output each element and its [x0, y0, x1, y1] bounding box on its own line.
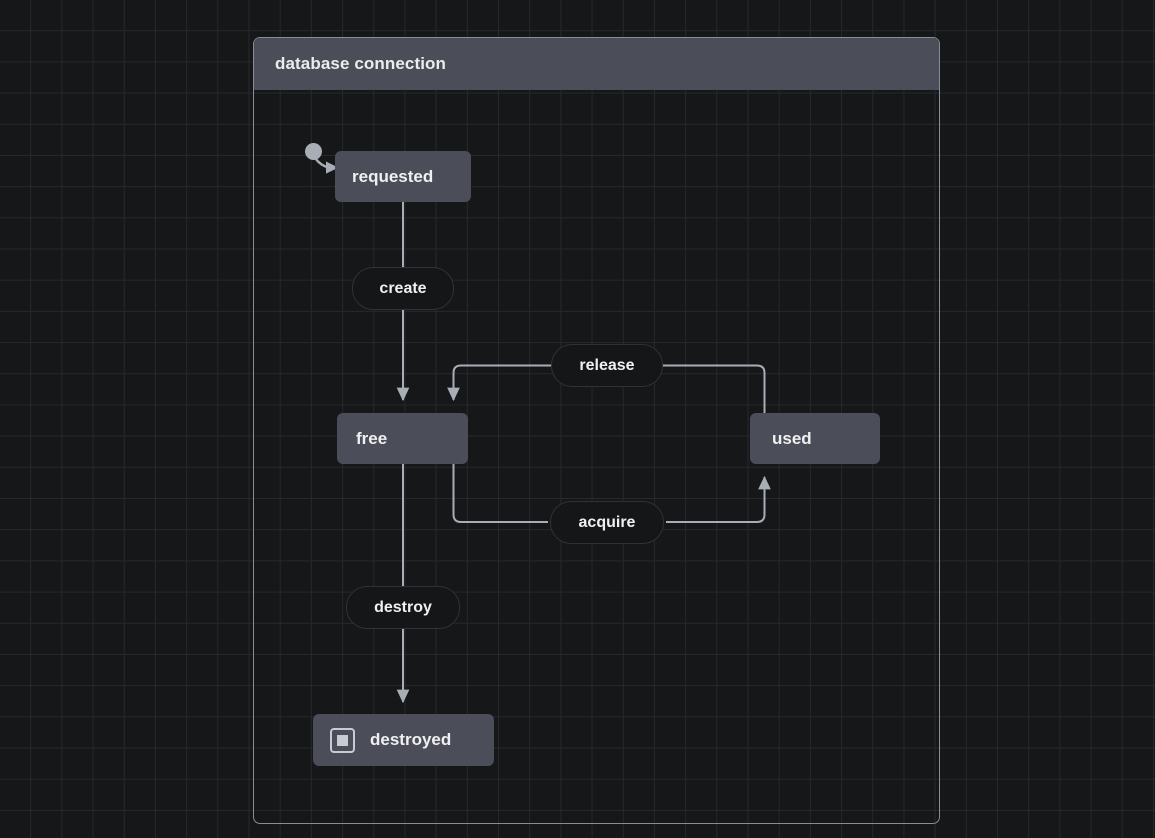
transition-label-acquire-text: acquire — [578, 513, 636, 531]
final-state-icon-inner — [337, 734, 348, 746]
transition-label-acquire[interactable]: acquire — [550, 501, 664, 544]
state-label-free: free — [356, 428, 388, 448]
final-state-icon — [330, 727, 355, 753]
state-label-destroyed: destroyed — [370, 730, 452, 749]
start-state-marker — [305, 143, 339, 174]
transition-label-create-text: create — [379, 279, 427, 297]
transition-label-release[interactable]: release — [551, 344, 663, 387]
transition-label-destroy-text: destroy — [374, 598, 432, 616]
transition-label-destroy[interactable]: destroy — [346, 586, 460, 629]
transition-label-create[interactable]: create — [352, 267, 454, 310]
composite-title-bar: database connection — [254, 38, 939, 90]
state-node-free[interactable]: free — [337, 413, 468, 464]
composite-title-label: database connection — [275, 54, 446, 73]
state-node-used[interactable]: used — [750, 413, 880, 464]
composite-state-database-connection[interactable]: database connection — [253, 37, 940, 824]
state-node-requested[interactable]: requested — [335, 151, 471, 202]
state-label-requested: requested — [352, 166, 434, 186]
transition-label-release-text: release — [579, 356, 635, 374]
state-label-used: used — [772, 428, 812, 448]
state-node-destroyed[interactable]: destroyed — [313, 714, 494, 766]
